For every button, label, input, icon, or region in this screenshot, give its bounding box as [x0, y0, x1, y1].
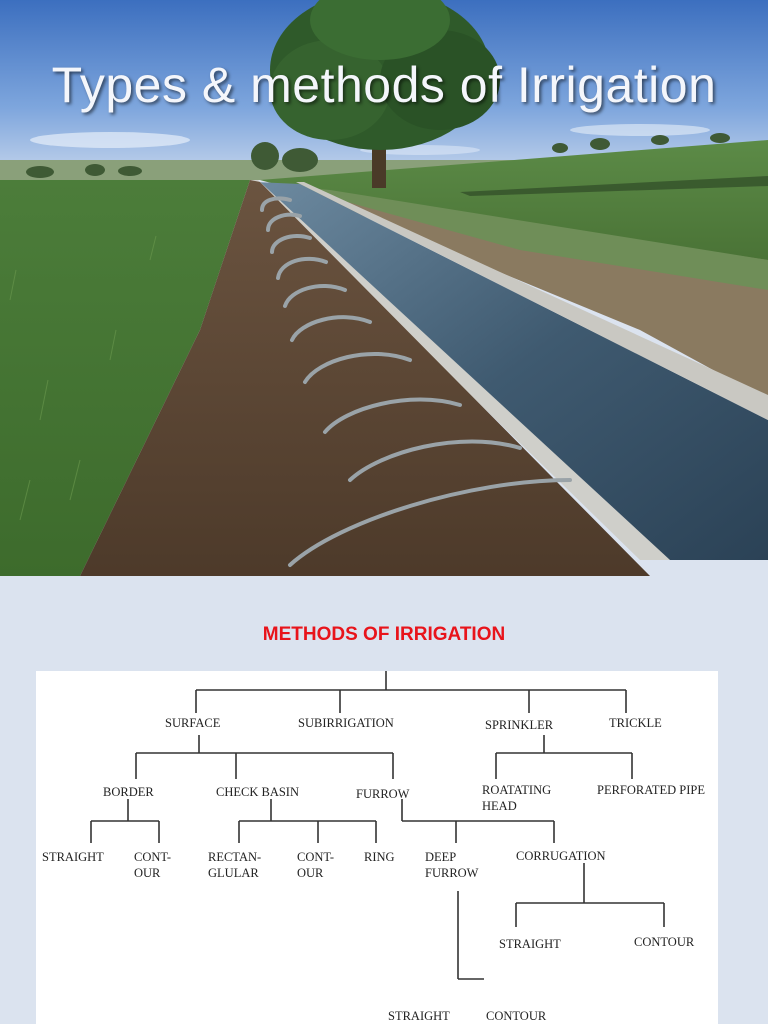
diagram-heading: METHODS OF IRRIGATION: [262, 624, 506, 645]
node-rectangular-line2: GLULAR: [208, 866, 259, 880]
canal-photo-illustration: [0, 0, 768, 576]
node-border: BORDER: [103, 785, 154, 799]
node-border-straight: STRAIGHT: [42, 850, 104, 864]
node-basin-contour-line1: CONT-: [297, 850, 335, 864]
node-rectangular-line1: RECTAN-: [208, 850, 262, 864]
node-border-contour: CONT- OUR: [134, 849, 171, 881]
node-rotating-head: ROATATING HEAD: [482, 782, 551, 814]
node-check-basin: CHECK BASIN: [216, 785, 299, 799]
slide-title: Types & methods of Irrigation: [51, 57, 717, 113]
node-trickle: TRICKLE: [609, 716, 662, 730]
irrigation-canal-photo: Types & methods of Irrigation: [0, 0, 768, 576]
node-surface: SURFACE: [165, 716, 221, 730]
node-deep-furrow-contour: CONTOUR: [486, 1009, 547, 1023]
node-deep-furrow-line2: FURROW: [425, 866, 479, 880]
node-border-contour-line2: OUR: [134, 866, 161, 880]
node-corrugation: CORRUGATION: [516, 849, 606, 863]
node-deep-furrow-line1: DEEP: [425, 850, 457, 864]
node-corrugation-contour: CONTOUR: [634, 935, 695, 949]
node-perforated-pipe: PERFORATED PIPE: [597, 783, 706, 797]
node-corrugation-straight: STRAIGHT: [499, 937, 561, 951]
node-border-contour-line1: CONT-: [134, 850, 172, 864]
node-basin-contour: CONT- OUR: [297, 849, 334, 881]
tree-connector-lines: [90, 671, 665, 980]
node-basin-contour-line2: OUR: [297, 866, 324, 880]
methods-diagram-slide: METHODS OF IRRIGATION: [0, 576, 768, 1024]
node-deep-furrow: DEEP FURROW: [425, 849, 478, 881]
methods-tree-panel: SURFACE SUBIRRIGATION SPRINKLER TRICKLE …: [36, 671, 718, 1024]
node-deep-furrow-straight: STRAIGHT: [388, 1009, 450, 1023]
node-rectangular: RECTAN- GLULAR: [208, 849, 261, 881]
node-rotating-head-line2: HEAD: [482, 799, 517, 813]
node-sprinkler: SPRINKLER: [485, 718, 554, 732]
node-furrow: FURROW: [356, 787, 410, 801]
node-subirrigation: SUBIRRIGATION: [298, 716, 394, 730]
node-rotating-head-line1: ROATATING: [482, 783, 552, 797]
node-ring: RING: [364, 850, 395, 864]
